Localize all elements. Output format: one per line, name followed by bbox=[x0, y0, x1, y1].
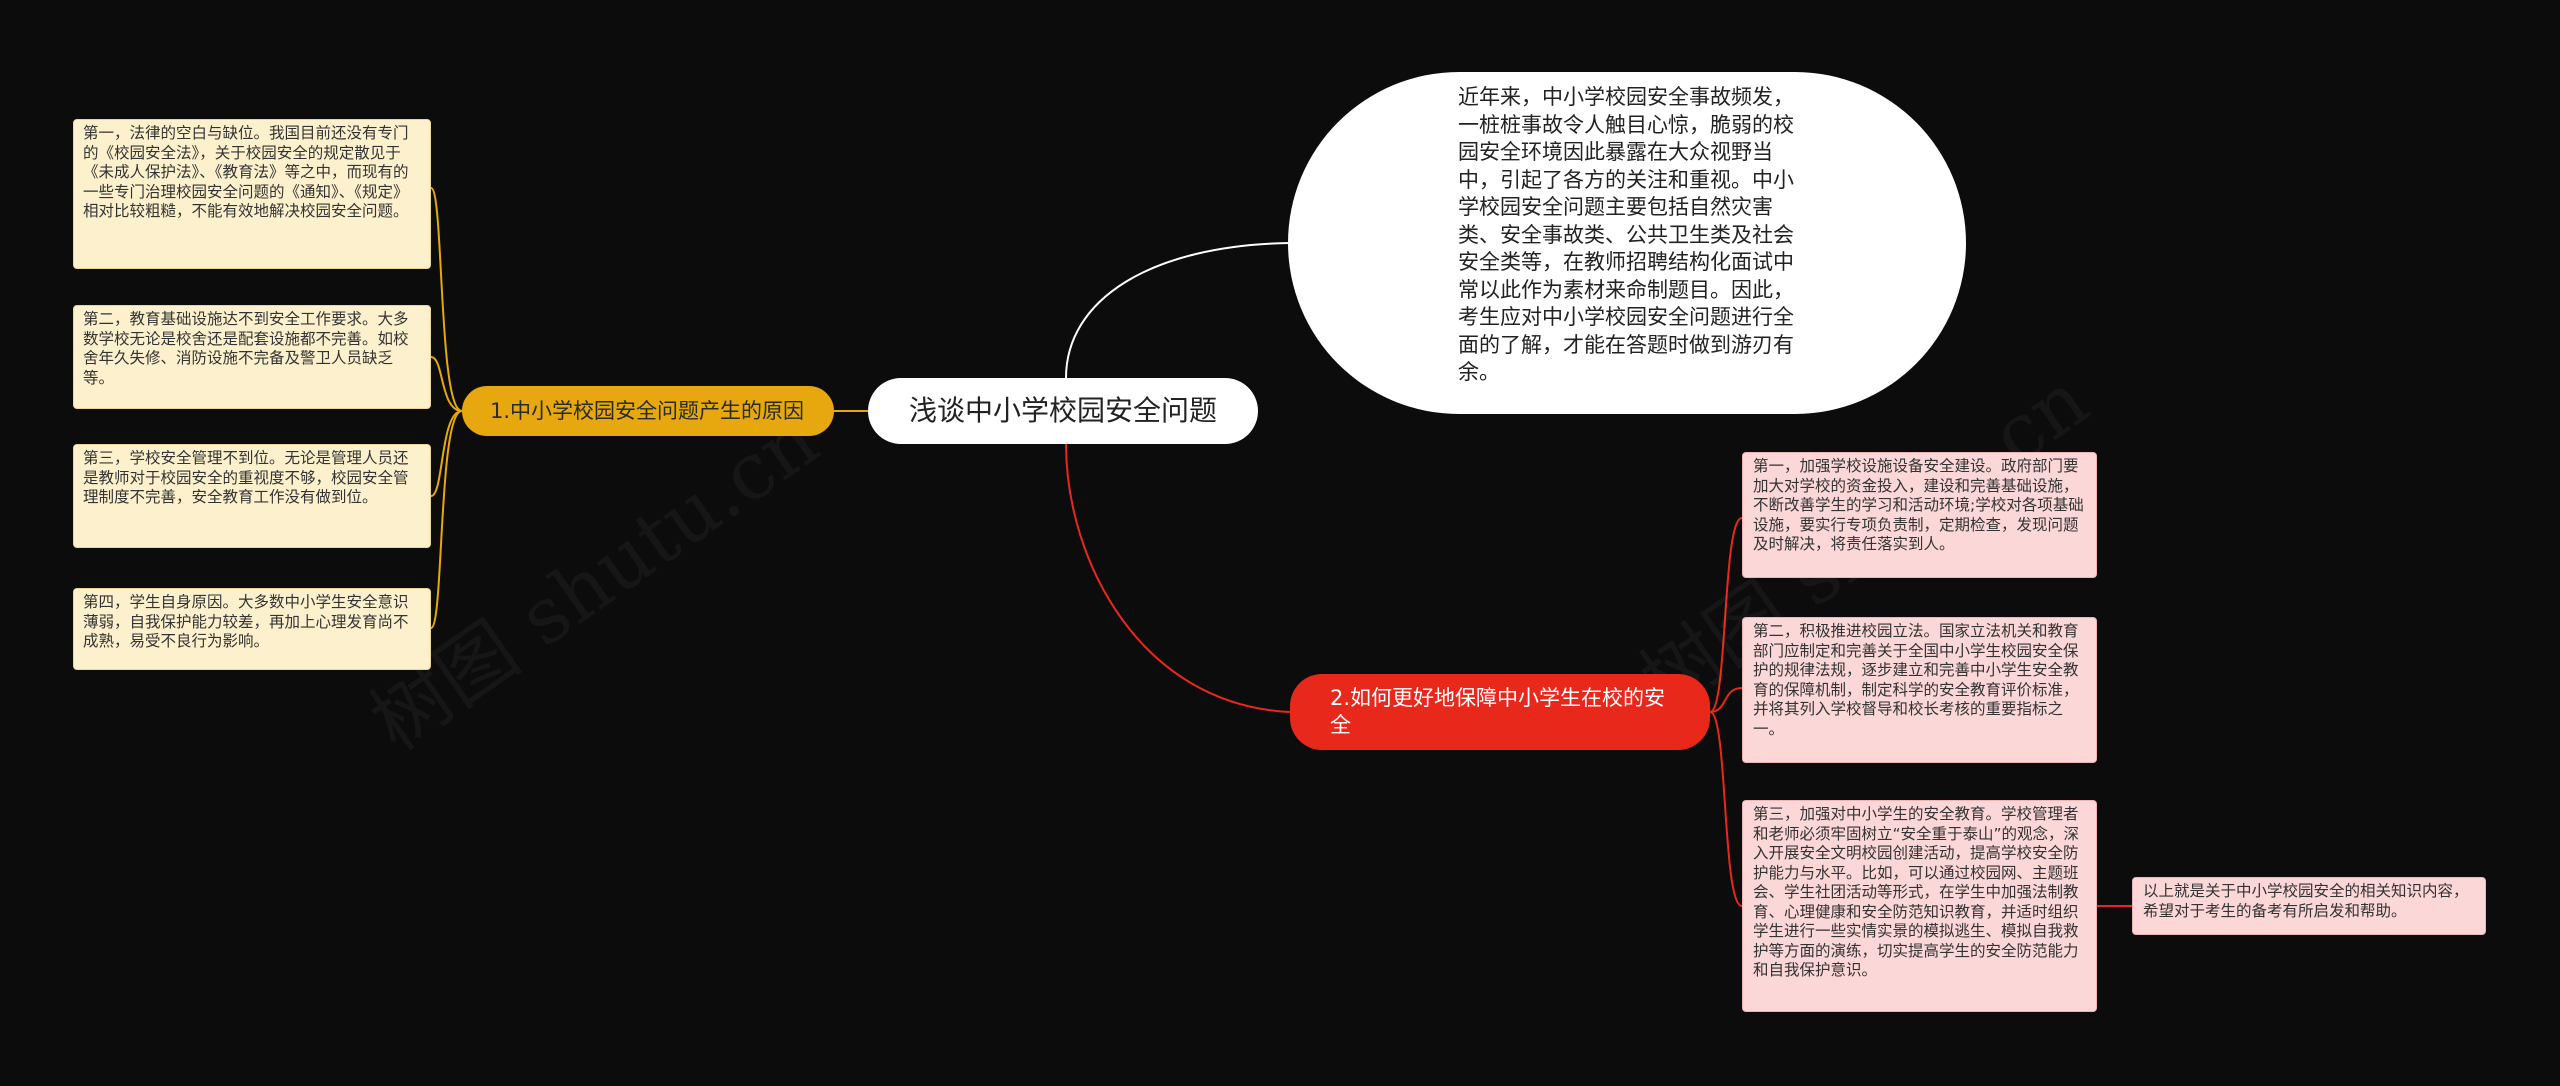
link-branch2-leaf3 bbox=[1709, 711, 1743, 907]
cause-item-3[interactable]: 第三，学校安全管理不到位。无论是管理人员还是教师对于校园安全的重视度不够，校园安… bbox=[73, 444, 431, 548]
link-branch1-leaf1 bbox=[430, 187, 463, 412]
cause-item-1[interactable]: 第一，法律的空白与缺位。我国目前还没有专门的《校园安全法》，关于校园安全的规定散… bbox=[73, 119, 431, 269]
cause-item-4[interactable]: 第四，学生自身原因。大多数中小学生安全意识薄弱，自我保护能力较差，再加上心理发育… bbox=[73, 588, 431, 670]
measure-item-3[interactable]: 第三，加强对中小学生的安全教育。学校管理者和老师必须牢固树立“安全重于泰山”的观… bbox=[1742, 800, 2097, 1012]
link-branch1-leaf4 bbox=[430, 410, 463, 629]
link-branch1-leaf3 bbox=[430, 410, 463, 497]
root-topic[interactable]: 浅谈中小学校园安全问题 bbox=[868, 378, 1258, 444]
cause-item-2[interactable]: 第二，教育基础设施达不到安全工作要求。大多数学校无论是校舍还是配套设施都不完善。… bbox=[73, 305, 431, 409]
summary-note[interactable]: 以上就是关于中小学校园安全的相关知识内容，希望对于考生的备考有所启发和帮助。 bbox=[2132, 877, 2486, 935]
link-branch1-leaf2 bbox=[430, 356, 463, 412]
link-branch2-leaf1 bbox=[1709, 517, 1743, 713]
intro-node[interactable]: 近年来，中小学校园安全事故频发，一桩桩事故令人触目心惊，脆弱的校园安全环境因此暴… bbox=[1288, 72, 1966, 414]
measure-item-2[interactable]: 第二，积极推进校园立法。国家立法机关和教育部门应制定和完善关于全国中小学生校园安… bbox=[1742, 617, 2097, 763]
link-branch2-leaf2 bbox=[1709, 687, 1743, 713]
link-root-branch2 bbox=[1065, 443, 1291, 713]
measure-item-1[interactable]: 第一，加强学校设施设备安全建设。政府部门要加大对学校的资金投入，建设和完善基础设… bbox=[1742, 452, 2097, 578]
branch-causes[interactable]: 1.中小学校园安全问题产生的原因 bbox=[462, 386, 834, 436]
branch-measures[interactable]: 2.如何更好地保障中小学生在校的安全 bbox=[1290, 674, 1710, 750]
link-root-intro bbox=[1065, 242, 1291, 379]
